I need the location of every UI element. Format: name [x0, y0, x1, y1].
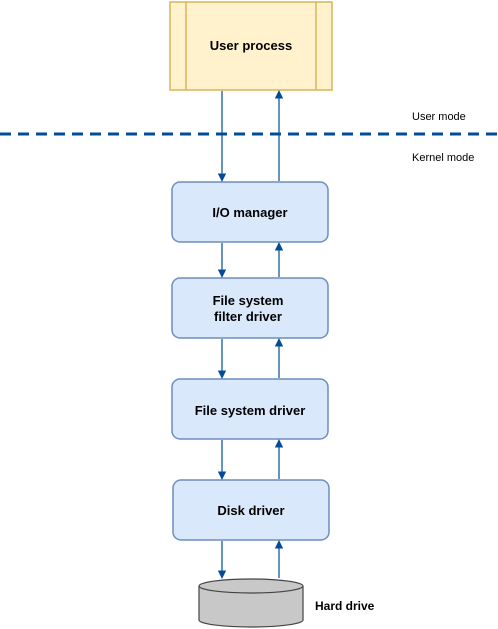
kernel-mode-label: Kernel mode: [412, 152, 474, 164]
disk-driver-label: Disk driver: [217, 503, 284, 518]
disk-driver-box: Disk driver: [172, 479, 330, 541]
fs-driver-box: File system driver: [171, 378, 329, 440]
hard-drive-label: Hard drive: [315, 599, 375, 613]
user-mode-label: User mode: [412, 111, 466, 123]
user-process-box: User process: [169, 1, 333, 91]
hard-drive-cylinder: [198, 578, 304, 628]
fs-driver-label: File system driver: [195, 403, 306, 418]
filter-driver-label-line1: File system: [213, 293, 284, 308]
filter-driver-box: File system filter driver: [171, 277, 329, 339]
io-manager-label: I/O manager: [212, 205, 287, 220]
io-manager-box: I/O manager: [171, 181, 329, 243]
filter-driver-label-line2: filter driver: [214, 309, 282, 324]
user-process-label: User process: [210, 38, 292, 53]
